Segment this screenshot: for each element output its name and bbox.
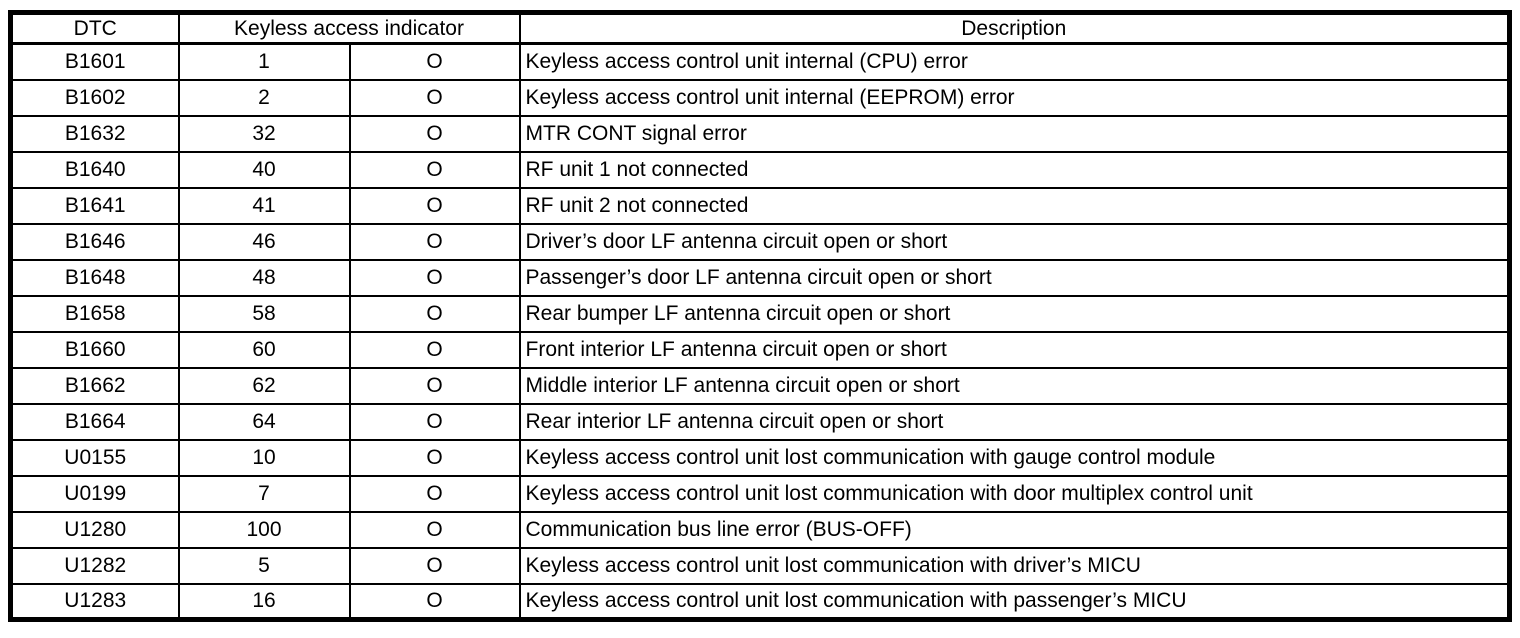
indicator-count-cell: 1 [177,42,351,81]
table-row: B1664 64 O Rear interior LF antenna circ… [9,402,1511,441]
dtc-cell: U1282 [9,546,180,585]
dtc-cell: B1648 [9,258,180,297]
description-cell: Front interior LF antenna circuit open o… [518,330,1511,369]
description-cell: Middle interior LF antenna circuit open … [518,366,1511,405]
table-row: B1660 60 O Front interior LF antenna cir… [9,330,1511,369]
description-cell: Rear interior LF antenna circuit open or… [518,402,1511,441]
indicator-mark-cell: O [348,222,521,261]
indicator-mark-cell: O [348,402,521,441]
indicator-count-cell: 41 [177,186,351,225]
indicator-count-cell: 48 [177,258,351,297]
dtc-cell: B1662 [9,366,180,405]
indicator-mark-cell: O [348,546,521,585]
indicator-count-cell: 60 [177,330,351,369]
description-cell: RF unit 2 not connected [518,186,1511,225]
indicator-count-cell: 2 [177,78,351,117]
table-row: U1282 5 O Keyless access control unit lo… [9,546,1511,585]
indicator-mark-cell: O [348,330,521,369]
indicator-count-cell: 5 [177,546,351,585]
dtc-cell: B1632 [9,114,180,153]
indicator-mark-cell: O [348,474,521,513]
description-cell: Keyless access control unit lost communi… [518,546,1511,585]
description-cell: Communication bus line error (BUS-OFF) [518,510,1511,549]
indicator-count-cell: 40 [177,150,351,189]
table-row: B1658 58 O Rear bumper LF antenna circui… [9,294,1511,333]
dtc-cell: U0199 [9,474,180,513]
dtc-cell: B1602 [9,78,180,117]
indicator-count-cell: 46 [177,222,351,261]
indicator-count-cell: 10 [177,438,351,477]
indicator-mark-cell: O [348,366,521,405]
indicator-mark-cell: O [348,258,521,297]
indicator-mark-cell: O [348,42,521,81]
indicator-count-cell: 32 [177,114,351,153]
description-cell: MTR CONT signal error [518,114,1511,153]
indicator-mark-cell: O [348,150,521,189]
table-row: B1648 48 O Passenger’s door LF antenna c… [9,258,1511,297]
indicator-count-cell: 100 [177,510,351,549]
indicator-count-cell: 16 [177,582,351,621]
indicator-count-cell: 58 [177,294,351,333]
header-row: DTC Keyless access indicator Description [9,11,1511,45]
table-row: U0199 7 O Keyless access control unit lo… [9,474,1511,513]
table-row: B1662 62 O Middle interior LF antenna ci… [9,366,1511,405]
table-row: U0155 10 O Keyless access control unit l… [9,438,1511,477]
dtc-cell: B1660 [9,330,180,369]
description-cell: Passenger’s door LF antenna circuit open… [518,258,1511,297]
table-row: U1283 16 O Keyless access control unit l… [9,582,1511,621]
indicator-mark-cell: O [348,510,521,549]
indicator-mark-cell: O [348,582,521,621]
dtc-cell: B1601 [9,42,180,81]
indicator-mark-cell: O [348,114,521,153]
table-row: B1640 40 O RF unit 1 not connected [9,150,1511,189]
dtc-table: DTC Keyless access indicator Description… [8,10,1512,622]
description-cell: Driver’s door LF antenna circuit open or… [518,222,1511,261]
indicator-mark-cell: O [348,438,521,477]
table-row: B1601 1 O Keyless access control unit in… [9,42,1511,81]
keyless-access-indicator-column-header: Keyless access indicator [177,11,521,45]
description-column-header: Description [518,11,1511,45]
dtc-cell: U1283 [9,582,180,621]
dtc-cell: U0155 [9,438,180,477]
description-cell: Keyless access control unit lost communi… [518,474,1511,513]
indicator-mark-cell: O [348,186,521,225]
table-row: B1641 41 O RF unit 2 not connected [9,186,1511,225]
description-cell: Keyless access control unit internal (EE… [518,78,1511,117]
dtc-cell: B1658 [9,294,180,333]
indicator-mark-cell: O [348,78,521,117]
description-cell: Keyless access control unit internal (CP… [518,42,1511,81]
description-cell: Keyless access control unit lost communi… [518,438,1511,477]
dtc-column-header: DTC [9,11,180,45]
table-row: B1602 2 O Keyless access control unit in… [9,78,1511,117]
dtc-cell: B1641 [9,186,180,225]
indicator-count-cell: 7 [177,474,351,513]
dtc-cell: U1280 [9,510,180,549]
table-row: B1646 46 O Driver’s door LF antenna circ… [9,222,1511,261]
dtc-cell: B1646 [9,222,180,261]
description-cell: RF unit 1 not connected [518,150,1511,189]
indicator-mark-cell: O [348,294,521,333]
dtc-cell: B1664 [9,402,180,441]
dtc-cell: B1640 [9,150,180,189]
table-row: B1632 32 O MTR CONT signal error [9,114,1511,153]
description-cell: Keyless access control unit lost communi… [518,582,1511,621]
indicator-count-cell: 64 [177,402,351,441]
indicator-count-cell: 62 [177,366,351,405]
table-row: U1280 100 O Communication bus line error… [9,510,1511,549]
description-cell: Rear bumper LF antenna circuit open or s… [518,294,1511,333]
